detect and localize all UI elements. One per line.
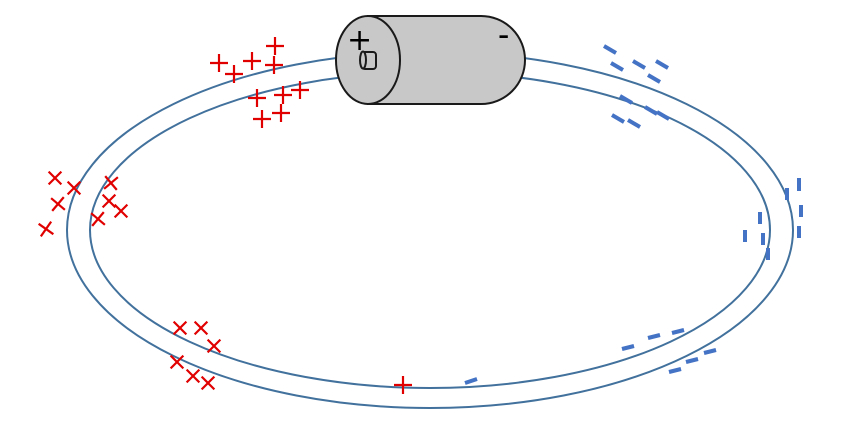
negative-charge-group-top-right bbox=[602, 44, 671, 129]
positive-charge bbox=[206, 338, 222, 354]
negative-charge-group-bottom-right bbox=[621, 328, 717, 374]
positive-charge-single-bottom bbox=[394, 376, 412, 394]
negative-charges bbox=[464, 44, 803, 385]
positive-charge bbox=[274, 86, 292, 104]
battery-negative-label: - bbox=[498, 16, 509, 54]
wire-loop bbox=[66, 51, 794, 409]
positive-charge bbox=[169, 354, 185, 370]
positive-charge bbox=[113, 203, 129, 219]
positive-charge bbox=[243, 52, 261, 70]
positive-charge-group-top bbox=[210, 37, 309, 128]
negative-charge bbox=[703, 348, 717, 355]
positive-charge bbox=[248, 89, 266, 107]
negative-charge bbox=[464, 377, 478, 385]
negative-charge-group-right bbox=[743, 178, 803, 260]
positive-charge bbox=[266, 37, 284, 55]
positive-charge bbox=[90, 211, 106, 227]
positive-charge bbox=[253, 110, 271, 128]
wire-outer-edge bbox=[66, 51, 794, 409]
negative-charge bbox=[602, 44, 618, 55]
negative-charge bbox=[685, 357, 699, 364]
positive-charge bbox=[103, 175, 119, 191]
positive-charge bbox=[272, 104, 290, 122]
battery-terminal-nub-face bbox=[359, 50, 367, 70]
positive-charge bbox=[200, 375, 216, 391]
battery-positive-label: + bbox=[347, 23, 372, 58]
negative-charge bbox=[609, 61, 625, 72]
positive-charge bbox=[47, 170, 63, 186]
positive-charge bbox=[50, 196, 66, 212]
positive-charge bbox=[66, 180, 82, 196]
positive-charge bbox=[291, 81, 309, 99]
negative-charge bbox=[647, 333, 661, 340]
negative-charge bbox=[654, 59, 670, 70]
negative-charge-single-bottom bbox=[464, 377, 478, 385]
negative-charge bbox=[671, 328, 685, 335]
positive-charge bbox=[37, 220, 55, 238]
negative-charge bbox=[610, 113, 626, 124]
battery: + - bbox=[335, 15, 526, 105]
negative-charge bbox=[646, 73, 662, 84]
negative-charge bbox=[631, 59, 647, 70]
positive-charge-group-bottom-left bbox=[169, 320, 222, 391]
positive-charge bbox=[394, 376, 412, 394]
negative-charge bbox=[621, 344, 635, 351]
positive-charges bbox=[37, 37, 412, 394]
negative-charge bbox=[655, 110, 671, 121]
positive-charge bbox=[185, 368, 201, 384]
battery-body bbox=[367, 15, 526, 105]
negative-charge bbox=[643, 105, 659, 116]
positive-charge bbox=[265, 56, 283, 74]
positive-charge-group-left bbox=[37, 170, 129, 238]
positive-charge bbox=[193, 320, 209, 336]
positive-charge bbox=[101, 193, 117, 209]
negative-charge bbox=[618, 94, 634, 105]
positive-charge bbox=[210, 54, 228, 72]
positive-charge bbox=[225, 65, 243, 83]
negative-charge bbox=[668, 367, 682, 374]
negative-charge bbox=[626, 118, 642, 129]
positive-charge bbox=[172, 320, 188, 336]
